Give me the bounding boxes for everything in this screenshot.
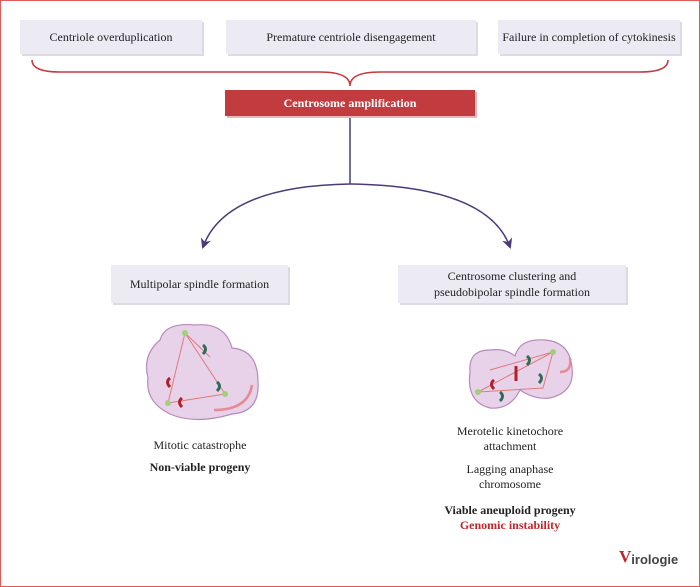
- arrow-left: [200, 183, 351, 249]
- arrow-right: [349, 183, 513, 249]
- clustering-title-line2: pseudobipolar spindle formation: [434, 285, 590, 299]
- mitotic-catastrophe-text: Mitotic catastrophe: [153, 438, 247, 452]
- cause-label: Centriole overduplication: [49, 29, 173, 44]
- multipolar-cell: [145, 323, 259, 421]
- pseudobipolar-cell: [468, 339, 573, 409]
- central-label: Centrosome amplification: [283, 95, 417, 110]
- cause-label: Failure in completion of cytokinesis: [502, 29, 676, 44]
- clustering-title-line1: Centrosome clustering and: [447, 269, 577, 283]
- cause-box-cytokinesis-failure: Failure in completion of cytokinesis: [498, 20, 680, 54]
- multipolar-title: Multipolar spindle formation: [129, 276, 270, 291]
- viable-aneuploid-progeny-text: Viable aneuploid progeny: [444, 503, 576, 517]
- non-viable-progeny-text: Non-viable progeny: [149, 460, 251, 474]
- centrosome-amplification-box: Centrosome amplification: [225, 90, 475, 116]
- lagging-line1: Lagging anaphase: [466, 462, 554, 476]
- merotelic-line2: attachment: [483, 439, 537, 453]
- logo-rest: irologie: [631, 552, 679, 567]
- cause-label: Premature centriole disengagement: [266, 29, 436, 44]
- lagging-chromosome-text: Lagging anaphase chromosome: [420, 462, 600, 492]
- cause-box-centriole-overduplication: Centriole overduplication: [20, 20, 202, 54]
- cause-box-premature-disengagement: Premature centriole disengagement: [226, 20, 476, 54]
- merotelic-line1: Merotelic kinetochore: [456, 424, 564, 438]
- multipolar-spindle-box: Multipolar spindle formation: [111, 265, 288, 303]
- merotelic-attachment-text: Merotelic kinetochore attachment: [420, 424, 600, 454]
- brace: [31, 59, 669, 87]
- clustering-box: Centrosome clustering and pseudobipolar …: [398, 265, 626, 303]
- logo-initial: V: [619, 547, 632, 566]
- genomic-instability-text: Genomic instability: [459, 518, 561, 532]
- lagging-line2: chromosome: [479, 477, 541, 491]
